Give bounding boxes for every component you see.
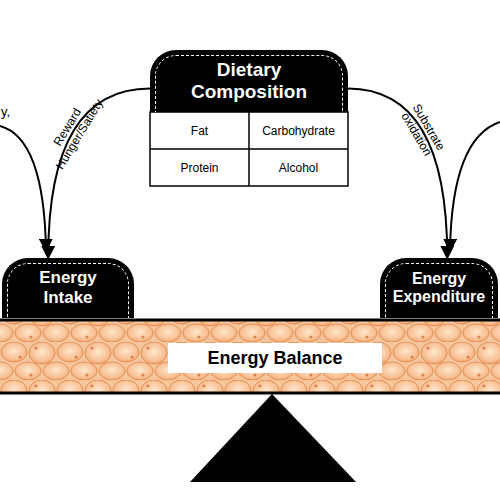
beam-bottom-line (0, 392, 500, 395)
edge-label-group: RewardHunger/Satiety (41, 89, 106, 171)
table-rule (150, 148, 348, 150)
node-text: Energy Balance (207, 348, 342, 369)
heading-box: Dietary Composition (150, 50, 348, 112)
edge-label: Substrate oxidation (395, 97, 450, 164)
table-cell: Protein (150, 149, 249, 186)
edge-label-group: Substrate oxidation (395, 97, 450, 164)
composition-table (150, 112, 348, 186)
fulcrum-triangle (190, 394, 356, 482)
heading-box: Energy Intake (2, 258, 134, 318)
node-text: Energy Intake (23, 268, 113, 307)
note-label: y, (1, 104, 10, 119)
node-text: Energy Expenditure (383, 270, 495, 307)
curved-arrow (348, 88, 447, 257)
fat-cell-band (0, 321, 500, 392)
heading-box: Energy Expenditure (380, 258, 498, 318)
node-text: Dietary Composition (174, 59, 324, 103)
table-cell: Fat (150, 112, 249, 149)
node-text-group: Energy Balance (207, 348, 342, 369)
balance-label-box: Energy Balance (168, 343, 382, 373)
table-cell: Alcohol (249, 149, 348, 186)
node-text-group: Dietary Composition (174, 59, 324, 103)
beam-top-line (0, 319, 500, 322)
node-text-group: Energy Expenditure (383, 270, 495, 307)
offpage-arrow (450, 122, 500, 250)
offpage-arrow (0, 126, 46, 250)
table-cell: Carbohydrate (249, 112, 348, 149)
node-text-group: Energy Intake (23, 268, 113, 307)
curved-arrow (48, 88, 150, 257)
